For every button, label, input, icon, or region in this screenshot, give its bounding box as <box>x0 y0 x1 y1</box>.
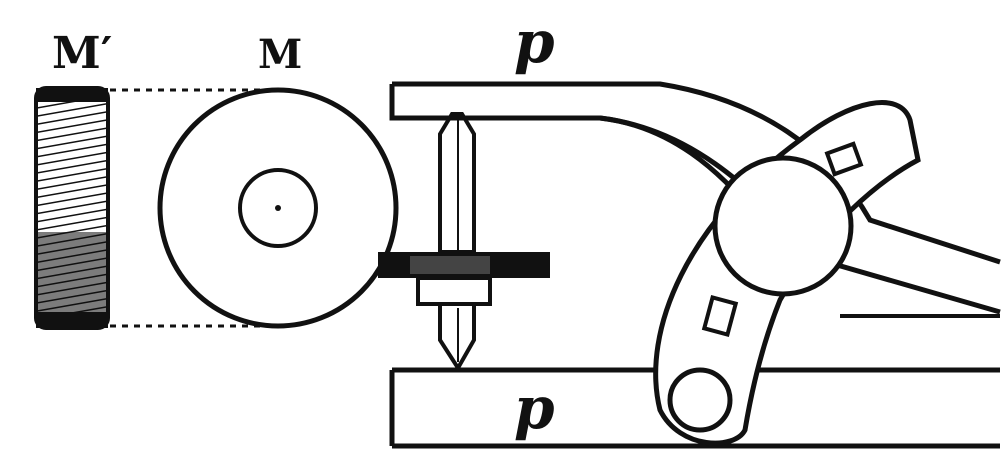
label-wheel-face: M <box>258 31 302 78</box>
pivot-disc <box>712 155 854 297</box>
label-wheel-side: M′ <box>52 28 112 79</box>
label-plate-top: p <box>514 8 555 76</box>
wheel-face-view <box>157 87 399 329</box>
label-plate-bottom: p <box>514 374 555 442</box>
pinion-arbor <box>378 112 550 372</box>
wheel-side-view <box>34 86 110 330</box>
